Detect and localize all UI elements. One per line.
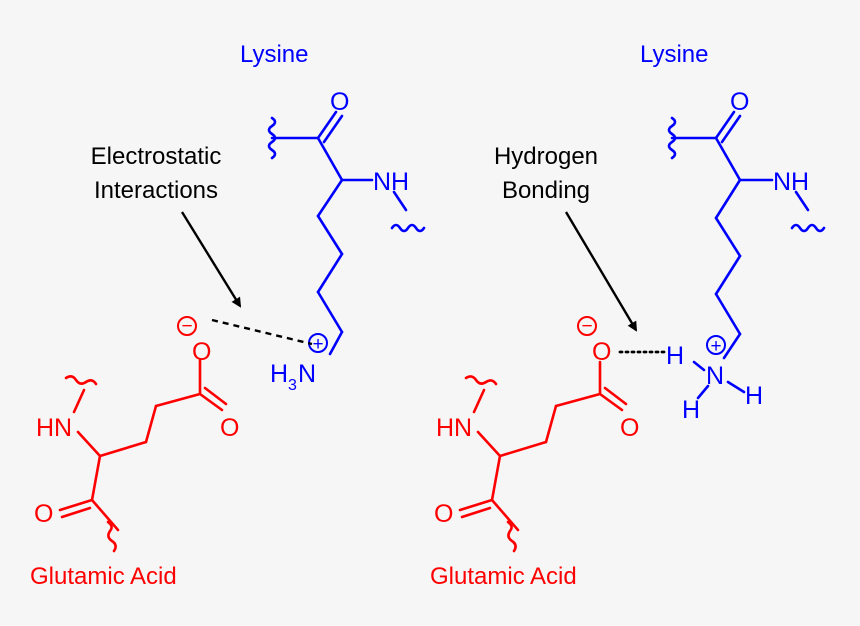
right-lysine-bond [714,136,742,182]
right-glutamic-negative-charge: − [577,316,597,337]
right-glutamic-double-bond [598,392,624,412]
right-glutamic-double-bond [458,498,494,512]
right-lysine-bond [714,216,742,258]
right-lysine-structure [667,110,826,400]
left-lysine-double-bond [316,110,338,140]
right-glutamic-wavy-bond [506,520,517,553]
right-glutamic-charge-sign: − [581,316,592,337]
right-lysine-amine-h-top: H [666,342,684,370]
left-glutamic-bond [154,392,202,408]
right-lysine-amine-n: N [706,362,724,390]
left-lysine-bond [328,330,344,356]
right-glutamic-bond [544,404,558,444]
right-glutamic-bond [476,430,502,458]
right-glutamic-double-bond [460,506,492,519]
right-lysine-nh: NH [773,168,809,196]
right-glutamic-carbonyl-oxygen: O [434,500,453,528]
right-lysine-bond [722,332,742,360]
left-lysine-double-bond [322,114,344,144]
left-lysine-bond [316,214,344,256]
left-glutamic-charge-sign: − [181,316,192,337]
right-lysine-wavy-bond [790,223,826,233]
right-glutamic-bond [498,440,548,458]
right-lysine-amine-h-right: H [745,382,763,410]
left-lysine-charge-sign: + [312,334,323,355]
left-glutamic-double-bond [58,498,94,512]
left-glutamic-bond [76,430,102,458]
left-electrostatic-dashed-line [211,318,313,346]
right-lysine-amine-h-left: H [682,396,700,424]
left-lysine-nh: NH [373,168,409,196]
left-lysine-carbonyl-oxygen: O [330,88,349,116]
right-lysine-double-bond [714,110,736,140]
left-glutamic-carboxylate-oxygen-neg: O [192,338,211,366]
left-lysine-bond [316,178,344,218]
left-glutamic-double-bond [203,386,228,406]
left-glutamic-negative-charge: − [177,316,197,337]
right-glutamic-carboxylate-oxygen-neg: O [592,338,611,366]
right-panel: Lysine O NH N H H H + [430,41,826,590]
left-glutamic-bond [72,388,86,414]
right-pointer-arrow [564,211,638,332]
left-lysine-amine-h: H [270,360,288,388]
left-glutamic-hn: HN [36,414,72,442]
right-glutamic-bond [554,392,602,408]
left-glutamic-double-bond [198,392,224,412]
right-lysine-bond [794,190,810,212]
right-lysine-charge-sign: + [710,336,721,357]
right-lysine-bond [714,178,742,220]
left-glutamic-double-bond [60,506,92,519]
left-interaction-label-line2: Interactions [94,177,218,204]
left-lysine-bond [316,290,344,334]
right-lysine-carbonyl-oxygen: O [730,88,749,116]
left-glutamic-bond [90,498,120,532]
left-glutamic-bond [144,404,158,444]
left-lysine-amine-n: N [298,360,316,388]
right-lysine-nh-bond [726,380,746,394]
right-glutamic-bond [472,388,486,414]
left-interaction-label-line1: Electrostatic [91,143,222,170]
left-glutamic-label: Glutamic Acid [30,563,177,590]
right-lysine-nh-bond [692,360,706,372]
left-lysine-wavy-bond [390,223,426,233]
right-glutamic-carboxylate-oxygen: O [620,414,639,442]
right-lysine-positive-charge: + [706,335,726,357]
right-interaction-label-line2: Bonding [502,177,590,204]
left-lysine-structure [267,110,426,356]
left-glutamic-carboxylate-oxygen: O [220,414,239,442]
left-glutamic-wavy-bond [64,375,98,386]
right-lysine-bond [714,292,742,336]
right-lysine-double-bond [720,114,742,144]
right-glutamic-wavy-bond [464,375,498,386]
right-lysine-nh-bond [696,384,710,400]
left-glutamic-bond [90,454,102,502]
left-lysine-amine-subscript: 3 [288,377,297,394]
right-interaction-label-line1: Hydrogen [494,143,598,170]
left-panel: Lysine O NH H 3 N + [30,41,426,590]
left-glutamic-bond [98,440,148,458]
left-pointer-arrow [180,211,242,308]
right-glutamic-structure [458,360,628,553]
left-glutamic-carbonyl-oxygen: O [34,500,53,528]
right-glutamic-double-bond [603,386,628,406]
left-glutamic-wavy-bond [106,520,117,553]
left-lysine-bond [316,136,344,182]
left-lysine-bond [316,252,344,294]
right-lysine-label: Lysine [640,41,708,68]
right-glutamic-hn: HN [436,414,472,442]
right-lysine-bond [714,254,742,296]
right-glutamic-bond [490,454,502,502]
left-lysine-label: Lysine [240,41,308,68]
left-glutamic-structure [58,358,228,553]
right-glutamic-bond [490,498,520,532]
right-glutamic-label: Glutamic Acid [430,563,577,590]
left-lysine-bond [392,190,408,212]
